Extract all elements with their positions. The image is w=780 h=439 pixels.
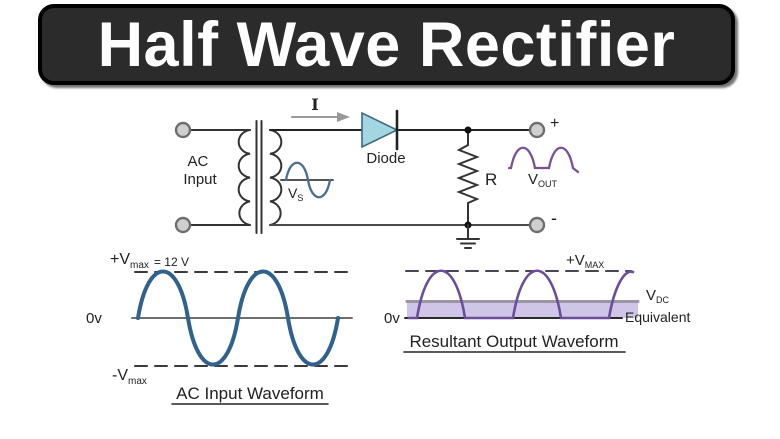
transformer-icon xyxy=(189,120,283,234)
vout-wave-icon xyxy=(507,146,580,174)
terminal-output-plus xyxy=(528,121,546,139)
vdc-label: VDC xyxy=(646,287,670,305)
input-waveform xyxy=(131,269,356,405)
page-title: Half Wave Rectifier xyxy=(97,9,676,80)
terminal-input-top xyxy=(174,121,192,139)
vs-label: VS xyxy=(288,185,303,203)
output-pos-peak-label: +VMAX xyxy=(566,252,604,270)
junction-dot-top xyxy=(464,126,472,134)
vout-label: VOUT xyxy=(528,171,558,189)
input-zero-label: 0v xyxy=(86,310,102,327)
primary-coil xyxy=(237,129,251,226)
diode-icon xyxy=(361,109,399,151)
vs-sine-icon xyxy=(280,161,334,199)
vdc-band xyxy=(407,302,638,318)
minus-label: - xyxy=(551,208,557,228)
current-arrow-icon xyxy=(291,112,350,122)
output-rectified-curve xyxy=(407,269,635,320)
output-waveform xyxy=(403,269,640,353)
resistor-icon xyxy=(456,129,480,226)
equivalent-label: Equivalent xyxy=(625,309,690,325)
circuit-diagram xyxy=(174,109,580,249)
resistor-label: R xyxy=(485,170,497,189)
terminal-output-minus xyxy=(528,216,546,234)
secondary-coil xyxy=(269,129,283,226)
input-sine-curve xyxy=(136,269,340,367)
ground-icon xyxy=(456,224,480,249)
plus-label: + xyxy=(550,115,559,132)
input-caption: AC Input Waveform xyxy=(176,384,324,403)
title-banner: Half Wave Rectifier xyxy=(38,4,735,85)
current-label: I xyxy=(311,95,318,114)
diode-label: Diode xyxy=(366,150,405,167)
output-caption: Resultant Output Waveform xyxy=(409,332,618,351)
output-zero-label: 0v xyxy=(384,310,400,327)
ac-input-label: AC Input xyxy=(183,153,217,188)
terminal-input-bottom xyxy=(174,216,192,234)
input-neg-peak-label: -Vmax xyxy=(112,367,147,387)
input-pos-peak-label: +Vmax= 12 V xyxy=(110,251,189,271)
